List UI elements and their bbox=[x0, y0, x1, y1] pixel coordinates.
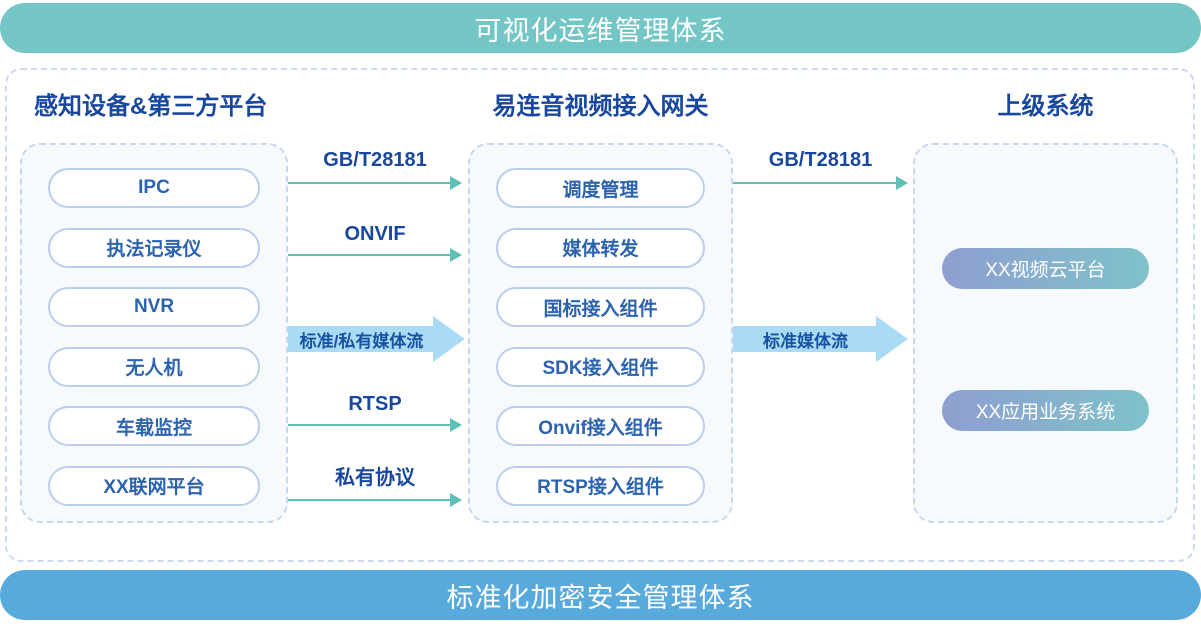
upper-pill-business-system: XX应用业务系统 bbox=[942, 390, 1149, 431]
arrow-right-icon bbox=[450, 248, 462, 262]
flow-arrow-private-protocol bbox=[288, 493, 462, 507]
upper-pill-video-cloud: XX视频云平台 bbox=[942, 248, 1149, 289]
device-pill-drone: 无人机 bbox=[48, 346, 260, 387]
gateway-pill-media-forward: 媒体转发 bbox=[496, 227, 705, 268]
arrow-right-icon bbox=[896, 176, 908, 190]
flow-arrow-gbt28181-right bbox=[733, 176, 908, 190]
device-pill-bodycam: 执法记录仪 bbox=[48, 227, 260, 268]
arrow-label-gbt28181-right: GB/T28181 bbox=[768, 149, 873, 171]
bottom-banner: 标准化加密安全管理体系 bbox=[0, 570, 1201, 620]
arrow-label-private-protocol: 私有协议 bbox=[335, 467, 415, 489]
flow-arrow-gbt28181-left bbox=[288, 176, 462, 190]
column-header-gateway: 易连音视频接入网关 bbox=[492, 93, 709, 120]
arrow-right-icon bbox=[450, 418, 462, 432]
block-arrow-label: 标准媒体流 bbox=[733, 326, 878, 352]
arrow-right-icon bbox=[450, 176, 462, 190]
device-pill-ipc: IPC bbox=[48, 168, 260, 208]
top-banner: 可视化运维管理体系 bbox=[0, 3, 1201, 53]
arrow-shaft bbox=[288, 424, 452, 426]
arrow-label-rtsp: RTSP bbox=[348, 393, 402, 415]
arrow-right-icon bbox=[450, 493, 462, 507]
bottom-banner-label: 标准化加密安全管理体系 bbox=[446, 582, 755, 613]
top-banner-label: 可视化运维管理体系 bbox=[474, 15, 727, 46]
arrow-right-icon bbox=[876, 316, 908, 362]
device-pill-nvr: NVR bbox=[48, 287, 260, 327]
flow-arrow-onvif bbox=[288, 248, 462, 262]
device-pill-vehicle: 车载监控 bbox=[48, 406, 260, 446]
block-arrow-std-private-media: 标准/私有媒体流 bbox=[288, 316, 465, 362]
gateway-pill-rtsp-access: RTSP接入组件 bbox=[496, 465, 705, 506]
block-arrow-std-media: 标准媒体流 bbox=[733, 316, 908, 362]
arrow-label-gbt28181-left: GB/T28181 bbox=[323, 149, 427, 171]
arrow-right-icon bbox=[433, 316, 465, 362]
column-header-upper: 上级系统 bbox=[997, 93, 1094, 120]
column-devices-box: IPC 执法记录仪 NVR 无人机 车载监控 XX联网平台 bbox=[20, 143, 288, 523]
column-upper-box: XX视频云平台 XX应用业务系统 bbox=[913, 143, 1178, 523]
arrow-shaft bbox=[288, 182, 452, 184]
device-pill-network-platform: XX联网平台 bbox=[48, 465, 260, 506]
arrow-label-onvif: ONVIF bbox=[344, 223, 406, 245]
column-header-devices: 感知设备&第三方平台 bbox=[34, 93, 268, 120]
arrow-shaft bbox=[733, 182, 898, 184]
column-gateway-box: 调度管理 媒体转发 国标接入组件 SDK接入组件 Onvif接入组件 RTSP接… bbox=[468, 143, 733, 523]
arrow-shaft bbox=[288, 499, 452, 501]
gateway-pill-onvif-access: Onvif接入组件 bbox=[496, 406, 705, 446]
block-arrow-label: 标准/私有媒体流 bbox=[288, 326, 435, 352]
arrow-shaft bbox=[288, 254, 452, 256]
gateway-pill-gb-access: 国标接入组件 bbox=[496, 287, 705, 327]
gateway-pill-dispatch: 调度管理 bbox=[496, 168, 705, 208]
flow-arrow-rtsp bbox=[288, 418, 462, 432]
gateway-pill-sdk-access: SDK接入组件 bbox=[496, 346, 705, 387]
